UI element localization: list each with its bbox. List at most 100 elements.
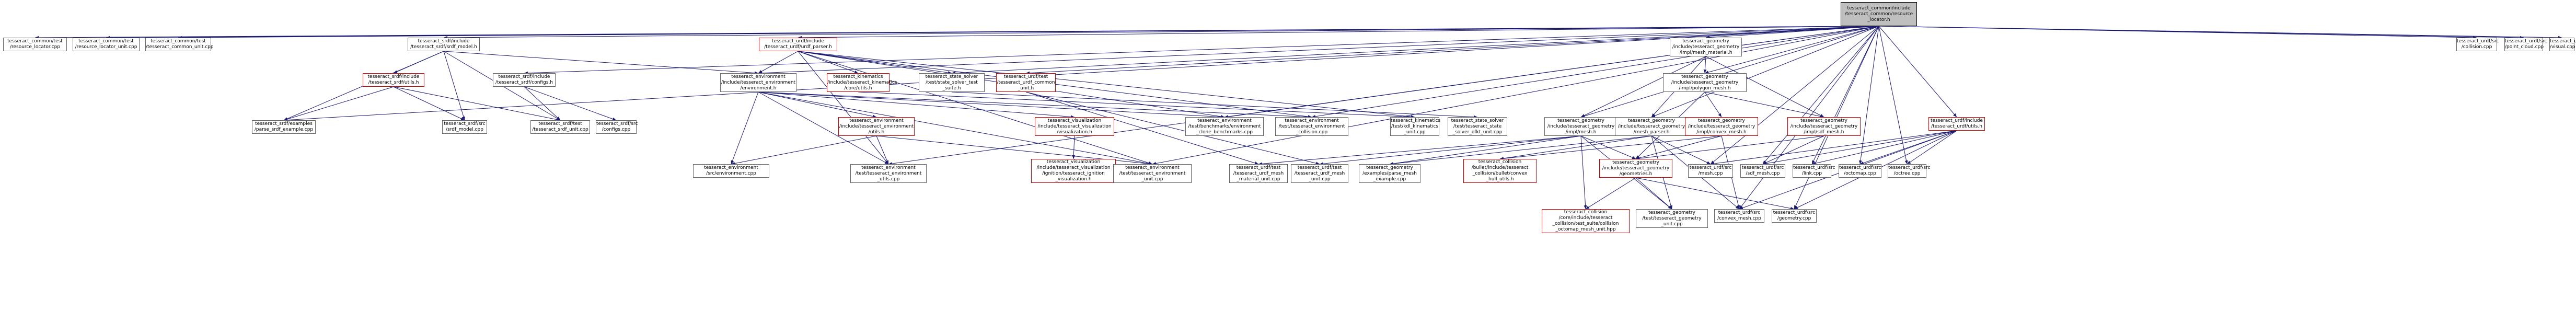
node-geometry-cpp[interactable]: tesseract_urdf/src/geometry.cpp — [1772, 209, 1817, 223]
node-srdf-model-h[interactable]: tesseract_srdf/include/tesseract_srdf/sr… — [408, 38, 480, 51]
node-convex-mesh-cpp[interactable]: tesseract_urdf/src/convex_mesh.cpp — [1714, 209, 1764, 223]
dependency-edge — [1710, 26, 1879, 165]
node-configs-cpp[interactable]: tesseract_srdf/src/configs.cpp — [596, 120, 638, 134]
node-kinematics-utils-h[interactable]: tesseract_kinematics/include/tesseract_k… — [827, 73, 897, 92]
node-label-line: tesseract_geometry — [1682, 38, 1729, 44]
node-label-line: /include/tesseract_geometry — [1790, 123, 1858, 129]
node-tesseract-common-unit-cpp[interactable]: tesseract_common/test/tesseract_common_u… — [145, 38, 214, 51]
node-label-line: tesseract_geometry — [1800, 118, 1847, 123]
node-resource-locator-unit-cpp[interactable]: tesseract_common/test/resource_locator_u… — [73, 38, 140, 51]
node-visualization-h[interactable]: tesseract_visualization/include/tesserac… — [1035, 117, 1114, 136]
node-label-line: /visual.cpp — [2550, 44, 2575, 50]
node-environment-collision-cpp[interactable]: tesseract_environment/test/tesseract_env… — [1275, 117, 1348, 136]
node-environment-h[interactable]: tesseract_environment/include/tesseract_… — [720, 73, 796, 92]
node-label-line: /core/utils.h — [844, 85, 872, 91]
node-resource-locator-cpp[interactable]: tesseract_common/test/resource_locator.c… — [3, 38, 67, 51]
node-tesseract-srdf-unit-cpp[interactable]: tesseract_srdf/test/tesseract_srdf_unit.… — [530, 120, 590, 134]
node-point-cloud-cpp[interactable]: tesseract_urdf/src/point_cloud.cpp — [2504, 38, 2547, 51]
dependency-edge — [1858, 26, 1879, 165]
node-srdf-model-cpp[interactable]: tesseract_srdf/src/srdf_model.cpp — [442, 120, 487, 134]
dependency-edge — [798, 51, 1153, 165]
node-urdf-mesh-unit-cpp[interactable]: tesseract_urdf/test/tesseract_urdf_mesh_… — [1291, 164, 1348, 183]
node-label-line: tesseract_srdf/src — [596, 121, 638, 126]
node-srdf-configs-h[interactable]: tesseract_srdf/include/tesseract_srdf/co… — [493, 73, 556, 87]
node-geometry-unit-cpp[interactable]: tesseract_geometry/test/tesseract_geomet… — [1636, 209, 1708, 228]
node-label-line: _collision/bullet/convex — [1472, 171, 1528, 176]
node-label-line: _example.cpp — [1373, 176, 1406, 182]
node-state-solver-ofkt-unit-cpp[interactable]: tesseract_state_solver/test/tesseract_st… — [1448, 117, 1507, 136]
node-label-line: /include/tesseract_visualization — [1036, 165, 1111, 170]
node-state-solver-test-suite-h[interactable]: tesseract_state_solver/test/state_solver… — [919, 73, 985, 92]
node-label-line: tesseract_urdf/include — [772, 39, 824, 44]
node-urdf-common-unit-h[interactable]: tesseract_urdf/test/tesseract_urdf_commo… — [996, 73, 1056, 92]
dependency-edge — [951, 26, 1879, 75]
node-convex-hull-utils-h[interactable]: tesseract_collision/bullet/include/tesse… — [1463, 159, 1537, 183]
node-label-line: /tesseract_srdf_unit.cpp — [532, 127, 588, 132]
node-label-line: /tesseract_urdf_mesh — [1294, 170, 1345, 176]
dependency-edge — [758, 91, 1153, 165]
node-label-line: /sdf_mesh.cpp — [1746, 171, 1780, 176]
dependency-edge — [1705, 56, 1824, 118]
node-label-line: tesseract_urdf/src — [1718, 210, 1761, 215]
node-sdf-mesh-h[interactable]: tesseract_geometry/include/tesseract_geo… — [1787, 117, 1861, 136]
dependency-edge — [443, 26, 1879, 39]
node-label-line: tesseract_urdf/src — [2550, 39, 2576, 44]
node-label-line: /link.cpp — [1801, 171, 1822, 176]
node-link-cpp[interactable]: tesseract_urdf/src/link.cpp — [1793, 164, 1835, 178]
node-label-line: tesseract_state_solver — [925, 74, 978, 79]
dependency-edge — [1703, 56, 1707, 74]
node-label-line: tesseract_geometry — [1628, 118, 1675, 123]
node-label-line: /ignition/tesseract_ignition — [1042, 171, 1105, 176]
dependency-edge — [1704, 91, 1824, 118]
node-convex-mesh-h[interactable]: tesseract_geometry/include/tesseract_geo… — [1685, 117, 1758, 136]
node-label-line: /tesseract_urdf/utils.h — [1931, 124, 1982, 129]
node-srdf-utils-h[interactable]: tesseract_srdf/include/tesseract_srdf/ut… — [363, 73, 424, 87]
node-label-line: tesseract_urdf/src — [1741, 165, 1784, 170]
node-parse-srdf-example-cpp[interactable]: tesseract_srdf/examples/parse_srdf_examp… — [252, 120, 316, 134]
node-environment-unit-cpp[interactable]: tesseract_environment/test/tesseract_env… — [1113, 164, 1192, 183]
node-mesh-material-h[interactable]: tesseract_geometry/include/tesseract_geo… — [1670, 38, 1742, 56]
node-label-line: _octomap_mesh_unit.hpp — [1555, 227, 1616, 232]
node-environment-utils-h[interactable]: tesseract_environment/include/tesseract_… — [838, 117, 915, 136]
node-mesh-cpp[interactable]: tesseract_urdf/src/mesh.cpp — [1688, 164, 1733, 178]
node-label-line: tesseract_urdf/src — [1793, 165, 1835, 170]
dependency-edge — [1499, 135, 1722, 160]
node-urdf-utils-h[interactable]: tesseract_urdf/include/tesseract_urdf/ut… — [1928, 117, 1985, 131]
node-polygon-mesh-h[interactable]: tesseract_geometry/include/tesseract_geo… — [1663, 73, 1747, 92]
node-label-line: /test/state_solver_test — [926, 79, 978, 85]
node-label-line: tesseract_urdf/test — [1297, 165, 1342, 170]
dependency-edge — [1811, 26, 1879, 165]
dependency-edge — [1878, 26, 1908, 165]
node-geometries-h[interactable]: tesseract_geometry/include/tesseract_geo… — [1599, 159, 1672, 178]
node-urdf-parser-h[interactable]: tesseract_urdf/include/tesseract_urdf/ur… — [759, 38, 837, 51]
node-label-line: tesseract_geometry — [1557, 118, 1604, 123]
node-mesh-h[interactable]: tesseract_geometry/include/tesseract_geo… — [1544, 117, 1618, 136]
node-sdf-mesh-cpp[interactable]: tesseract_urdf/src/sdf_mesh.cpp — [1740, 164, 1785, 178]
node-collision-cpp[interactable]: tesseract_urdf/src/collision.cpp — [2456, 38, 2499, 51]
node-label-line: /environment.h — [740, 85, 777, 91]
node-label-line: /point_cloud.cpp — [2505, 44, 2544, 50]
node-ignition-visualization-h[interactable]: tesseract_visualization/include/tesserac… — [1031, 159, 1116, 183]
dependency-edge — [1499, 135, 1652, 160]
dependency-edge — [731, 91, 759, 165]
node-parse-mesh-example-cpp[interactable]: tesseract_geometry/examples/parse_mesh_e… — [1359, 164, 1420, 183]
dependency-edge — [1907, 130, 1957, 165]
node-environment-utils-cpp[interactable]: tesseract_environment/test/tesseract_env… — [850, 164, 927, 183]
node-environment-cpp[interactable]: tesseract_environment/src/environment.cp… — [693, 164, 769, 178]
node-mesh-parser-h[interactable]: tesseract_geometry/include/tesseract_geo… — [1615, 117, 1688, 136]
dependency-edge — [1389, 135, 1581, 165]
node-urdf-mesh-material-unit-cpp[interactable]: tesseract_urdf/test/tesseract_urdf_mesh_… — [1229, 164, 1288, 183]
node-octree-cpp[interactable]: tesseract_urdf/src/octree.cpp — [1888, 164, 1930, 178]
node-label-line: /include/tesseract_geometry — [1547, 123, 1615, 129]
node-collision-octomap-mesh-unit-hpp[interactable]: tesseract_collision/core/include/tessera… — [1542, 209, 1630, 233]
dependency-edge — [758, 26, 1879, 75]
node-visual-cpp[interactable]: tesseract_urdf/src/visual.cpp — [2549, 38, 2576, 51]
dependency-edge — [1580, 26, 1879, 118]
node-kdl-kinematics-unit-cpp[interactable]: tesseract_kinematics/test/kdl_kinematics… — [1390, 117, 1440, 136]
node-label-line: /test/tesseract_environment — [1119, 170, 1186, 176]
node-octomap-cpp[interactable]: tesseract_urdf/src/octomap.cpp — [1839, 164, 1881, 178]
node-label-line: tesseract_environment — [849, 118, 904, 123]
node-label-line: /mesh.cpp — [1698, 171, 1723, 176]
node-environment-clone-benchmarks-cpp[interactable]: tesseract_environment/test/benchmarks/en… — [1185, 117, 1264, 136]
node-label-line: /geometry.cpp — [1777, 216, 1811, 221]
